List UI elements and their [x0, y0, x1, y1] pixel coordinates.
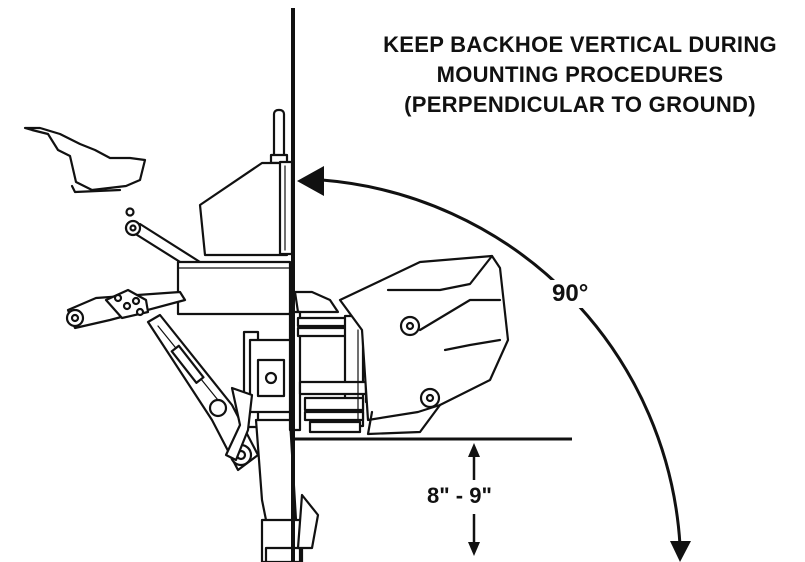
main-frame-block: [176, 260, 292, 316]
swing-post: [242, 330, 304, 562]
angle-label: 90°: [549, 280, 592, 308]
linkage-arm: [224, 386, 320, 550]
mounting-instruction: KEEP BACKHOE VERTICAL DURING MOUNTING PR…: [360, 30, 800, 120]
control-console: [198, 160, 294, 257]
instruction-line-1: KEEP BACKHOE VERTICAL DURING: [383, 32, 777, 57]
angle-arrowhead-top: [297, 166, 324, 196]
stabilizer-arm: [65, 288, 187, 330]
control-lever: [269, 108, 289, 165]
instruction-line-3: (PERPENDICULAR TO GROUND): [404, 92, 756, 117]
angle-arrowhead-bottom: [670, 541, 691, 562]
height-dimension-label: 8" - 9": [423, 481, 496, 511]
instruction-line-2: MOUNTING PROCEDURES: [436, 62, 724, 87]
loader-attachment: [338, 254, 510, 436]
height-dimension-arrow: [468, 443, 480, 556]
seat-outline: [23, 126, 147, 194]
backhoe-illustration: [23, 108, 510, 562]
